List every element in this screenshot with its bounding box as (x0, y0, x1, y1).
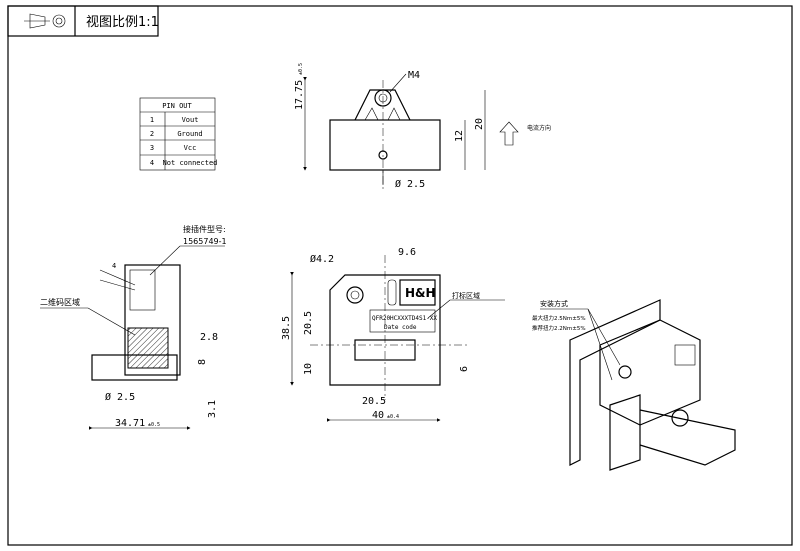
dim-width: 40 (372, 410, 384, 421)
pin-number: 1 (150, 116, 154, 124)
sheet-border (7, 5, 793, 546)
part-number: QFR20HCXXXTD4S1-XX (372, 315, 437, 322)
scale-label: 视图比例1:1 (86, 15, 159, 30)
top-view: 17.75 ±0.5 M4 12 20 Ø 2.5 电流方向 (294, 63, 551, 190)
max-torque: 最大扭力2.5Nm±5% (532, 314, 586, 322)
dim-width: 34.71 (115, 418, 145, 429)
pin-number: 4 (150, 159, 154, 167)
dim-hole: Ø 2.5 (105, 391, 135, 403)
first-angle-projection-icon (24, 13, 66, 29)
pin-name: Vout (182, 116, 199, 124)
connector-label: 接插件型号:1565749-1 (183, 224, 227, 246)
recommended-torque: 推荐扭力2.2Nm±5% (532, 324, 586, 332)
side-view: 4 接插件型号:1565749-1 二维码区域 2.8 8 Ø 2.5 3.1 … (40, 224, 227, 430)
dim-height: 17.75 (294, 80, 305, 110)
pin-number: 3 (150, 144, 154, 152)
dim-hole: Ø4.2 (310, 253, 334, 265)
pin-label: 4 (112, 262, 116, 270)
pinout-table: PIN OUT 1 Vout 2 Ground 3 Vcc 4 Not conn… (139, 97, 218, 171)
dim-20-5-horizontal: 20.5 (362, 396, 386, 407)
current-arrow-icon (499, 121, 519, 146)
dim-20: 20 (474, 118, 485, 130)
marking-area-label: 打标区域 (452, 291, 480, 300)
pin-name: Ground (177, 130, 202, 138)
dim-9-6: 9.6 (398, 247, 416, 258)
logo: H&H (405, 286, 436, 300)
thread-label: M4 (408, 70, 420, 81)
qr-area-label: 二维码区域 (40, 297, 80, 307)
dim-2-8: 2.8 (200, 332, 218, 343)
dim-38-5: 38.5 (281, 316, 292, 340)
dim-10: 10 (303, 363, 314, 375)
date-code: Date code (384, 324, 417, 331)
dim-8: 8 (197, 359, 208, 365)
front-view: H&H QFR20HCXXXTD4S1-XX Date code Ø4.2 9.… (281, 247, 505, 422)
dim-tolerance: ±0.5 (298, 63, 304, 75)
current-direction: 电流方向 (527, 124, 551, 132)
install-title: 安装方式 (540, 299, 568, 308)
isometric-view: 安装方式 最大扭力2.5Nm±5% 推荐扭力2.2Nm±5% (532, 299, 736, 471)
pin-number: 2 (150, 130, 154, 138)
dim-6: 6 (459, 366, 470, 372)
dim-hole: Ø 2.5 (395, 178, 425, 190)
dim-20-5-vertical: 20.5 (303, 311, 314, 335)
dim-3-1: 3.1 (207, 400, 218, 418)
qr-area (127, 327, 169, 369)
dim-tolerance: ±0.5 (148, 422, 160, 428)
dim-tolerance: ±0.4 (387, 414, 399, 420)
pinout-header: PIN OUT (162, 102, 192, 110)
pin-name: Not connected (163, 159, 218, 167)
pin-name: Vcc (184, 144, 197, 152)
dim-12: 12 (454, 130, 465, 142)
title-block: 视图比例1:1 (7, 5, 159, 37)
